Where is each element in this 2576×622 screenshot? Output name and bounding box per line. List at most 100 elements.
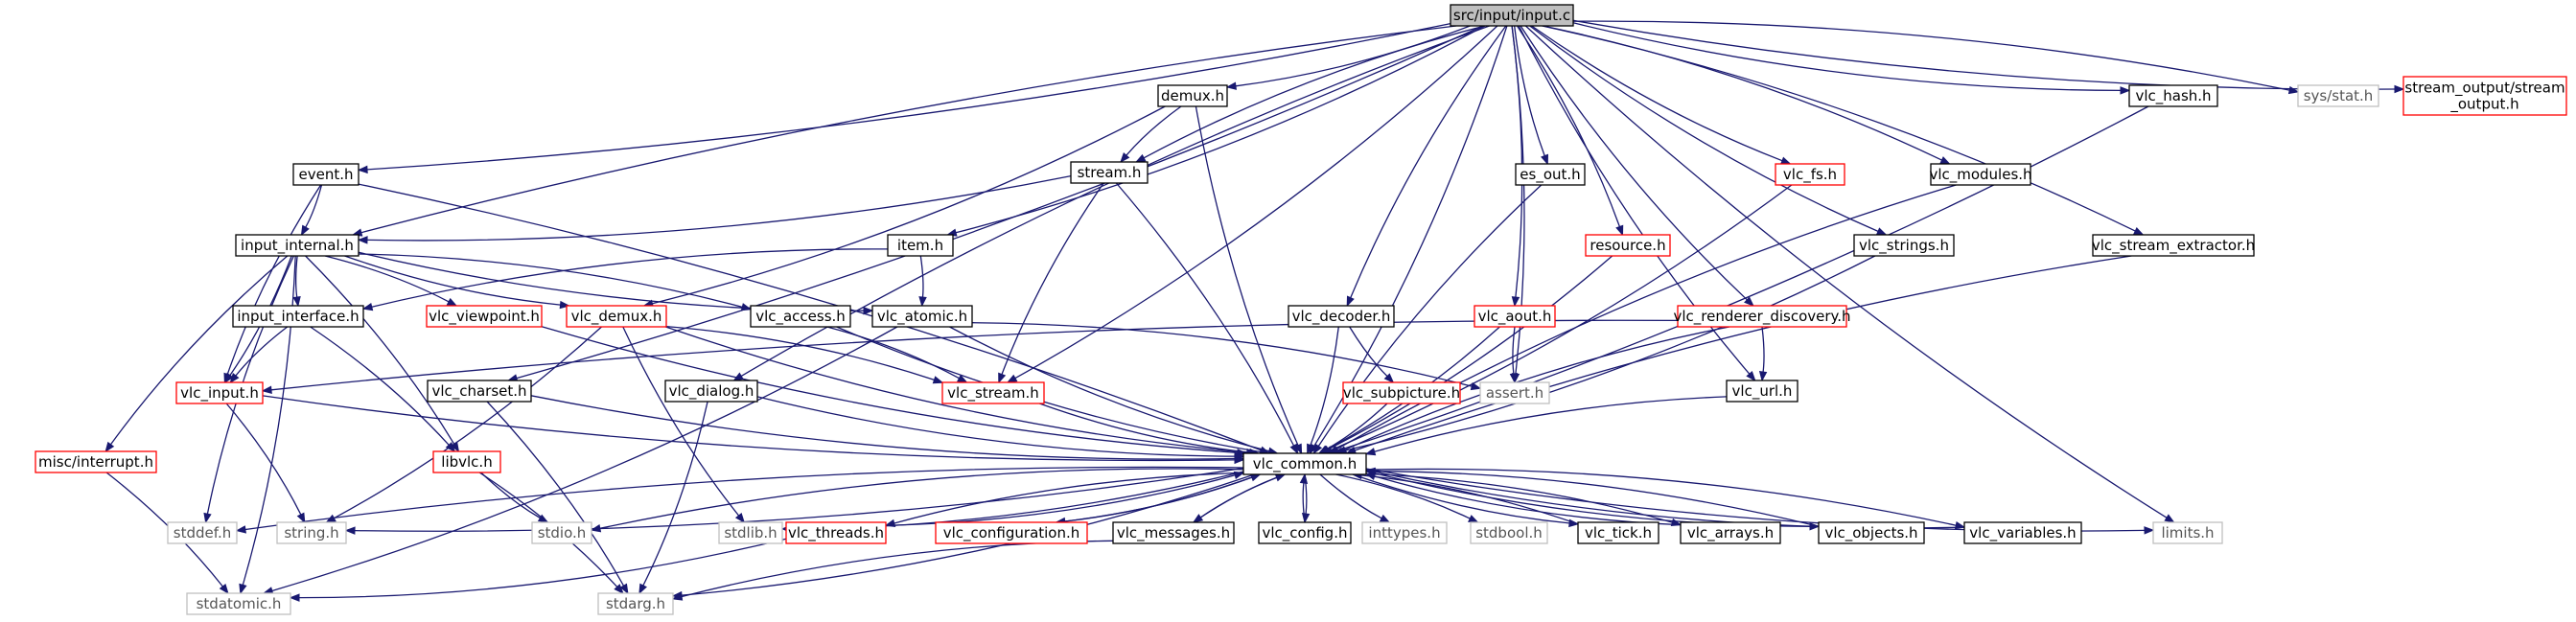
node-vlc-tick-h[interactable]: vlc_tick.h	[1577, 521, 1659, 544]
node-box	[1361, 521, 1448, 544]
node-vlc-demux-h[interactable]: vlc_demux.h	[566, 305, 667, 328]
node-box	[276, 521, 347, 544]
edge-input-c-to-limits-h	[1524, 25, 2175, 523]
node-resource-h[interactable]: resource.h	[1585, 234, 1671, 257]
node-label: stddef.h	[174, 524, 231, 541]
node-box	[167, 521, 238, 544]
edge-demux-h-to-vlc-demux-h	[642, 105, 1166, 308]
node-vlc-config-h[interactable]: vlc_config.h	[1258, 521, 1352, 544]
node-box	[1474, 305, 1556, 328]
node-label: event.h	[299, 166, 354, 183]
node-label: demux.h	[1161, 87, 1224, 104]
edge-vlc-common-h-to-inttypes-h	[1319, 473, 1391, 523]
node-box	[1818, 521, 1925, 544]
node-vlc-threads-h[interactable]: vlc_threads.h	[785, 521, 887, 544]
edge-stream-h-to-vlc-common-h	[1115, 182, 1299, 455]
node-vlc-viewpoint-h[interactable]: vlc_viewpoint.h	[426, 305, 543, 328]
node-vlc-hash-h[interactable]: vlc_hash.h	[2128, 84, 2218, 107]
edge-input-c-to-vlc-fs-h	[1531, 25, 1792, 165]
node-vlc-stream-extractor-h[interactable]: vlc_stream_extractor.h	[2092, 234, 2255, 257]
node-stream-h[interactable]: stream.h	[1070, 161, 1149, 184]
node-label: vlc_modules.h	[1929, 166, 2031, 184]
node-input-c[interactable]: src/input/input.c	[1450, 4, 1574, 27]
node-vlc-configuration-h[interactable]: vlc_configuration.h	[935, 521, 1088, 544]
node-vlc-decoder-h[interactable]: vlc_decoder.h	[1288, 305, 1395, 328]
edge-demux-h-to-vlc-common-h	[1195, 105, 1303, 455]
edge-vlc-variables-h-to-vlc-common-h	[1364, 468, 1965, 529]
edge-vlc-threads-h-to-vlc-common-h	[885, 471, 1245, 526]
node-label: es_out.h	[1520, 166, 1580, 184]
node-vlc-strings-h[interactable]: vlc_strings.h	[1853, 234, 1955, 257]
node-item-h[interactable]: item.h	[887, 234, 954, 257]
node-label: stdatomic.h	[197, 595, 282, 612]
node-vlc-access-h[interactable]: vlc_access.h	[750, 305, 851, 328]
node-label: vlc_tick.h	[1585, 524, 1652, 542]
edge-event-h-to-vlc-input-h	[223, 184, 322, 384]
node-vlc-renderer-discovery-h[interactable]: vlc_renderer_discovery.h	[1673, 305, 1851, 328]
edge-vlc-configuration-h-to-vlc-common-h	[1056, 473, 1262, 523]
node-box	[1450, 4, 1574, 27]
node-box	[887, 234, 954, 257]
node-box	[2402, 76, 2567, 116]
node-input-interface-h[interactable]: input_interface.h	[232, 305, 364, 328]
node-box	[1775, 163, 1845, 186]
node-vlc-atomic-h[interactable]: vlc_atomic.h	[871, 305, 973, 328]
node-limits-h: limits.h	[2152, 521, 2223, 544]
node-vlc-url-h[interactable]: vlc_url.h	[1726, 380, 1799, 403]
edge-demux-h-to-stream-h	[1120, 105, 1182, 164]
node-label: vlc_demux.h	[571, 308, 662, 326]
node-vlc-objects-h[interactable]: vlc_objects.h	[1818, 521, 1925, 544]
node-label: _output.h	[2449, 96, 2518, 114]
node-box	[785, 521, 887, 544]
node-vlc-charset-h[interactable]: vlc_charset.h	[427, 380, 532, 403]
node-vlc-modules-h[interactable]: vlc_modules.h	[1929, 163, 2032, 186]
node-vlc-arrays-h[interactable]: vlc_arrays.h	[1680, 521, 1781, 544]
node-es-out-h[interactable]: es_out.h	[1515, 163, 1586, 186]
edge-input-c-to-es-out-h	[1514, 25, 1549, 166]
node-box	[1930, 163, 2031, 186]
node-label: input_interface.h	[237, 308, 359, 326]
node-box	[1680, 521, 1781, 544]
node-misc-interrupt-h[interactable]: misc/interrupt.h	[35, 450, 157, 473]
node-label: misc/interrupt.h	[38, 453, 153, 471]
node-box	[1157, 84, 1228, 107]
edge-vlc-decoder-h-to-vlc-common-h	[1307, 326, 1339, 455]
node-vlc-variables-h[interactable]: vlc_variables.h	[1963, 521, 2082, 544]
node-vlc-common-h[interactable]: vlc_common.h	[1242, 452, 1367, 475]
node-box	[232, 305, 364, 328]
node-label: vlc_input.h	[180, 384, 259, 403]
node-box	[427, 380, 532, 403]
edge-stream-h-to-input-internal-h	[357, 174, 1072, 244]
node-vlc-stream-h[interactable]: vlc_stream.h	[941, 381, 1045, 404]
node-box	[1112, 521, 1235, 544]
edge-es-out-h-to-vlc-common-h	[1312, 184, 1543, 455]
node-vlc-input-h[interactable]: vlc_input.h	[175, 381, 264, 404]
node-vlc-subpicture-h[interactable]: vlc_subpicture.h	[1342, 381, 1461, 404]
edge-stream-h-to-vlc-stream-h	[998, 182, 1104, 384]
node-label: vlc_messages.h	[1117, 524, 1230, 542]
edge-input-c-to-event-h	[357, 22, 1451, 174]
node-label: inttypes.h	[1368, 524, 1440, 541]
edge-vlc-common-h-to-stddef-h	[235, 466, 1244, 534]
node-libvlc-h[interactable]: libvlc.h	[432, 450, 501, 473]
node-vlc-messages-h[interactable]: vlc_messages.h	[1112, 521, 1235, 544]
node-label: input_internal.h	[241, 237, 354, 255]
node-label: vlc_common.h	[1253, 455, 1357, 473]
node-vlc-fs-h[interactable]: vlc_fs.h	[1775, 163, 1845, 186]
node-demux-h[interactable]: demux.h	[1157, 84, 1228, 107]
node-vlc-dialog-h[interactable]: vlc_dialog.h	[664, 380, 758, 403]
node-label: vlc_objects.h	[1824, 524, 1917, 542]
node-box	[2092, 234, 2255, 257]
node-vlc-aout-h[interactable]: vlc_aout.h	[1474, 305, 1556, 328]
edge-vlc-renderer-discovery-h-to-vlc-url-h	[1758, 326, 1768, 382]
node-label: string.h	[284, 524, 338, 541]
node-label: vlc_decoder.h	[1292, 308, 1391, 326]
node-label: vlc_fs.h	[1783, 166, 1837, 184]
node-box	[871, 305, 973, 328]
edge-vlc-messages-h-to-vlc-common-h	[1193, 473, 1287, 523]
node-event-h[interactable]: event.h	[292, 163, 360, 186]
node-box	[1288, 305, 1395, 328]
node-label: stdbool.h	[1475, 524, 1543, 541]
node-input-internal-h[interactable]: input_internal.h	[235, 234, 360, 257]
node-stream-output-h[interactable]: stream_output/stream_output.h	[2402, 76, 2567, 116]
